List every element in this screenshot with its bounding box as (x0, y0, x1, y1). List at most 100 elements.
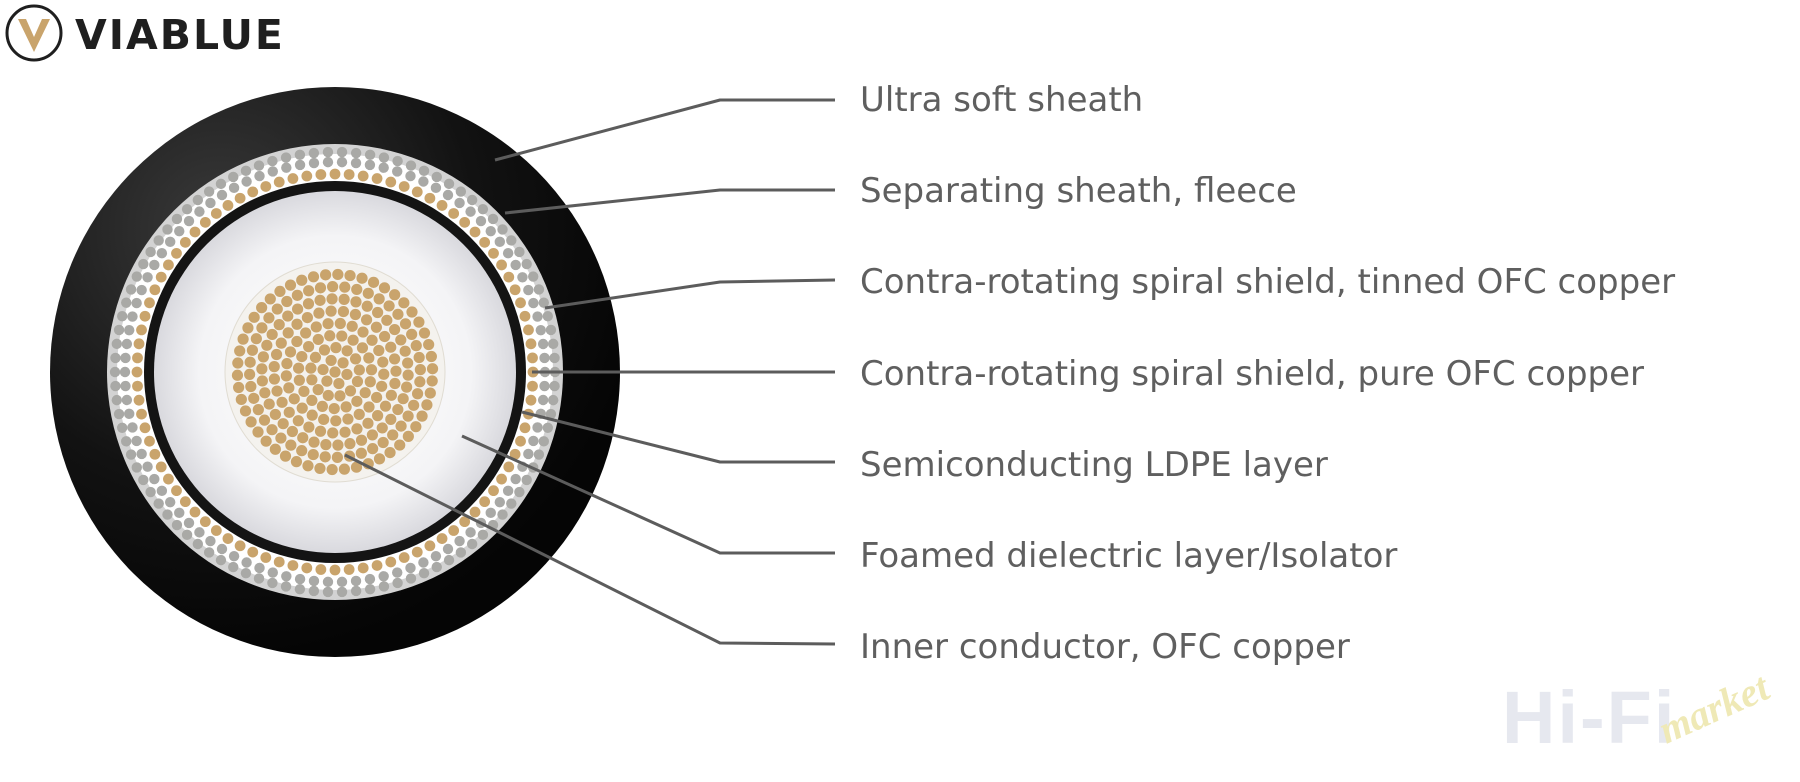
conductor-strand (402, 430, 414, 442)
conductor-strand (360, 314, 373, 326)
conductor-strand (413, 316, 425, 328)
copper-strand (287, 173, 299, 184)
tinned-strand (454, 535, 465, 547)
copper-strand (273, 556, 285, 568)
conductor-strand (338, 293, 350, 305)
tinned-strand (136, 448, 147, 460)
tinned-shield-ring (109, 146, 561, 598)
conductor-strand (312, 333, 324, 346)
watermark-hifi: Hi-Fi (1502, 676, 1677, 759)
tinned-strand (418, 567, 430, 579)
conductor-strand (263, 398, 275, 410)
tinned-strand (253, 160, 265, 171)
conductor-strand (377, 356, 389, 368)
tinned-strand (392, 155, 403, 167)
tinned-strand (545, 408, 557, 420)
conductor-strand (286, 425, 298, 438)
tinned-strand (506, 235, 517, 246)
conductor-strand (330, 342, 342, 354)
copper-strand (398, 552, 410, 563)
conductor-strand (245, 416, 257, 428)
tinned-strand (405, 160, 417, 171)
conductor-strand (325, 305, 337, 317)
tinned-strand (127, 422, 138, 433)
tinned-strand (142, 461, 153, 472)
conductor-strand (288, 393, 300, 405)
conductor-strand (246, 344, 259, 356)
conductor-strand (268, 361, 280, 373)
conductor-strand (395, 334, 407, 346)
tinned-strand (124, 324, 135, 336)
tinned-strand (455, 547, 467, 558)
conductor-strand (283, 382, 295, 394)
tinned-strand (378, 162, 389, 173)
conductor-strand (399, 318, 412, 330)
tinned-strand (156, 485, 168, 497)
conductor-strand (303, 341, 315, 353)
copper-strand (357, 170, 369, 182)
label-tinned-copper-shield: Contra-rotating spiral shield, tinned OF… (860, 262, 1676, 302)
copper-strand (133, 338, 145, 350)
tinned-strand (364, 583, 376, 595)
conductor-strand (309, 351, 322, 363)
conductor-strand (260, 435, 272, 447)
conductor-strand (333, 377, 345, 390)
tinned-strand (549, 380, 560, 392)
conductor-strand (314, 462, 326, 475)
conductor-strand (320, 439, 332, 451)
conductor-strand (322, 389, 334, 402)
tinned-strand (215, 178, 227, 190)
conductor-strand (314, 425, 327, 437)
tinned-strand (267, 166, 278, 177)
conductor-strand (324, 330, 336, 342)
copper-strand (171, 485, 182, 497)
copper-strand (132, 352, 143, 364)
conductor-strand (327, 427, 339, 439)
tinned-strand (113, 408, 125, 420)
copper-strand (411, 546, 423, 558)
conductor-strand (321, 375, 333, 387)
tinned-strand (216, 189, 228, 201)
tinned-strand (532, 311, 543, 322)
tinned-strand (364, 573, 376, 585)
tinned-strand (465, 206, 476, 217)
conductor-strand (332, 439, 344, 451)
conductor-strand (425, 350, 437, 363)
tinned-strand (138, 258, 149, 270)
conductor-strand (385, 341, 397, 353)
conductor-strand (271, 303, 283, 315)
conductor-strand (312, 384, 324, 396)
tinned-strand (121, 394, 133, 406)
copper-strand (260, 181, 272, 192)
conductor-strand (269, 408, 281, 421)
tinned-strand (542, 422, 553, 433)
tinned-strand (280, 152, 292, 163)
conductor-strand (426, 375, 438, 387)
conductor-strand (248, 311, 260, 323)
tinned-strand (127, 311, 138, 322)
conductor-strand (339, 426, 351, 438)
leader-line-fleece (504, 188, 835, 215)
tinned-strand (308, 575, 320, 587)
conductor-strand (252, 404, 264, 416)
conductor-strand (401, 381, 413, 393)
tinned-strand (125, 284, 137, 295)
tinned-strand (267, 155, 278, 167)
copper-strand (287, 560, 299, 571)
copper-strand (448, 525, 460, 536)
tinned-strand (121, 297, 132, 308)
conductor-strand (416, 410, 428, 422)
conductor-strand (248, 392, 260, 404)
copper-strand (469, 506, 481, 518)
tinned-strand (192, 538, 204, 550)
tinned-strand (549, 352, 560, 364)
conductor-strand (242, 322, 254, 334)
tinned-strand (405, 562, 416, 574)
conductor-strand (424, 387, 436, 399)
conductor-strand (296, 274, 308, 286)
tinned-strand (547, 394, 559, 406)
tinned-strand (131, 297, 142, 309)
conductor-strand (329, 366, 341, 378)
tinned-strand (121, 436, 132, 447)
